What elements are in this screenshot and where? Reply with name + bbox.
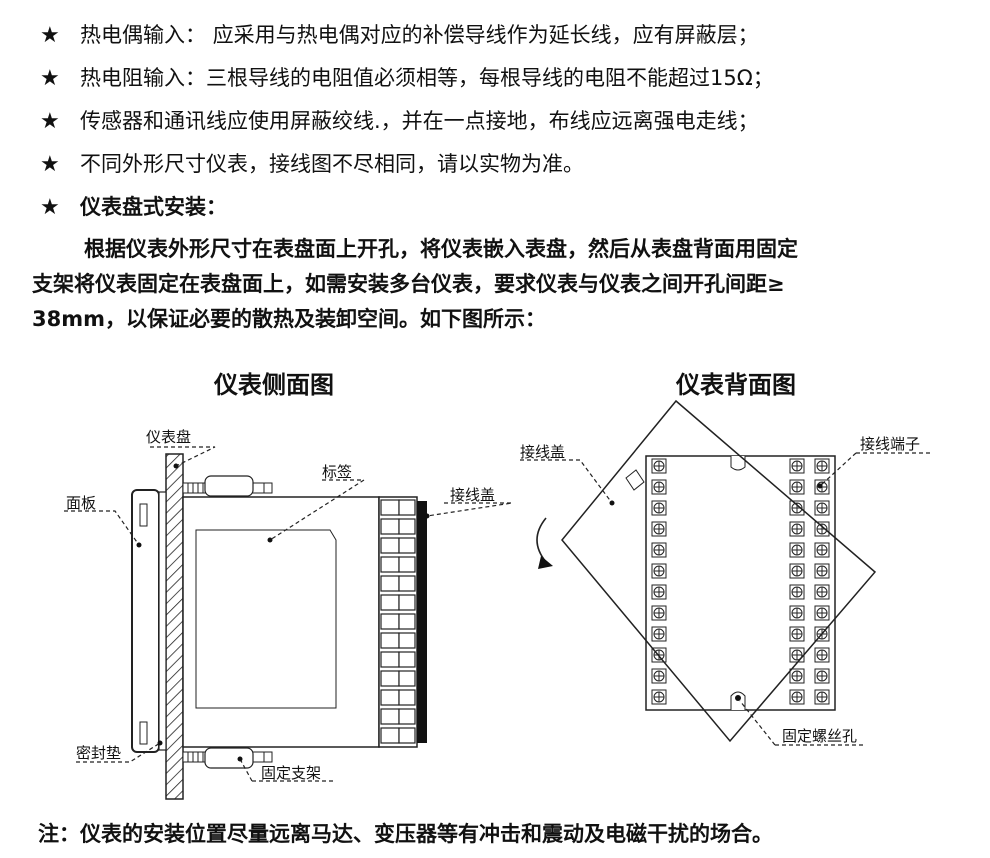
back-view-drawing bbox=[520, 399, 933, 746]
front-bezel bbox=[131, 489, 160, 753]
gasket bbox=[158, 491, 167, 751]
bullet-shielded-cable: ★ 传感器和通讯线应使用屏蔽绞线.，并在一点接地，布线应远离强电走线； bbox=[40, 100, 970, 143]
label-terminal: 接线端子 bbox=[860, 435, 921, 453]
bullet-panel-mount: ★ 仪表盘式安装： bbox=[40, 186, 970, 229]
top-bracket bbox=[182, 475, 273, 497]
bullet-text: 不同外形尺寸仪表，接线图不尽相同，请以实物为准。 bbox=[80, 152, 584, 176]
label-wiring-cover-side: 接线盖 bbox=[450, 486, 496, 504]
instrument-back bbox=[645, 455, 836, 711]
paragraph-line: 根据仪表外形尺寸在表盘面上开孔，将仪表嵌入表盘，然后从表盘背面用固定 bbox=[84, 237, 798, 261]
bullet-rtd: ★ 热电阻输入：三根导线的电阻值必须相等，每根导线的电阻不能超过15Ω； bbox=[40, 57, 970, 100]
paragraph-line: 38mm，以保证必要的散热及装卸空间。如下图所示： bbox=[32, 307, 546, 331]
side-view-drawing bbox=[64, 446, 513, 800]
label-gasket: 密封垫 bbox=[76, 744, 122, 762]
bullet-text: 传感器和通讯线应使用屏蔽绞线.，并在一点接地，布线应远离强电走线； bbox=[80, 109, 759, 133]
star-icon: ★ bbox=[40, 195, 60, 220]
label-wiring-cover-back: 接线盖 bbox=[520, 443, 566, 461]
bullet-wiring-diagram: ★ 不同外形尺寸仪表，接线图不尽相同，请以实物为准。 bbox=[40, 143, 970, 186]
bullet-list: ★ 热电偶输入： 应采用与热电偶对应的补偿导线作为延长线，应有屏蔽层； ★ 热电阻输… bbox=[40, 14, 970, 229]
rotate-arrow-icon bbox=[536, 517, 547, 563]
star-icon: ★ bbox=[40, 23, 60, 48]
bottom-bracket bbox=[182, 747, 273, 769]
label-area bbox=[195, 529, 337, 709]
star-icon: ★ bbox=[40, 109, 60, 134]
bullet-text: 仪表盘式安装： bbox=[80, 195, 227, 219]
terminal-block-side bbox=[378, 496, 427, 748]
label-screw-hole: 固定螺丝孔 bbox=[782, 727, 858, 745]
bullet-thermocouple: ★ 热电偶输入： 应采用与热电偶对应的补偿导线作为延长线，应有屏蔽层； bbox=[40, 14, 970, 57]
rotated-cover bbox=[561, 399, 877, 743]
bullet-text: 热电偶输入： 应采用与热电偶对应的补偿导线作为延长线，应有屏蔽层； bbox=[80, 23, 759, 47]
star-icon: ★ bbox=[40, 152, 60, 177]
label-bracket: 固定支架 bbox=[261, 764, 322, 782]
paragraph-line: 支架将仪表固定在表盘面上，如需安装多台仪表，要求仪表与仪表之间开孔间距≥ bbox=[32, 272, 785, 296]
install-paragraph: 根据仪表外形尺寸在表盘面上开孔，将仪表嵌入表盘，然后从表盘背面用固定 支架将仪表… bbox=[32, 232, 967, 337]
mounting-panel bbox=[165, 453, 184, 800]
bullet-text: 热电阻输入：三根导线的电阻值必须相等，每根导线的电阻不能超过15Ω； bbox=[80, 66, 774, 90]
label-panel: 仪表盘 bbox=[146, 428, 192, 446]
label-front-bezel: 面板 bbox=[66, 494, 97, 512]
star-icon: ★ bbox=[40, 66, 60, 91]
side-view-title: 仪表侧面图 bbox=[214, 370, 334, 399]
label-tag: 标签 bbox=[322, 463, 353, 481]
installation-note: 注：仪表的安装位置尽量远离马达、变压器等有冲击和震动及电磁干扰的场合。 bbox=[38, 822, 773, 846]
back-view-title: 仪表背面图 bbox=[676, 370, 796, 399]
